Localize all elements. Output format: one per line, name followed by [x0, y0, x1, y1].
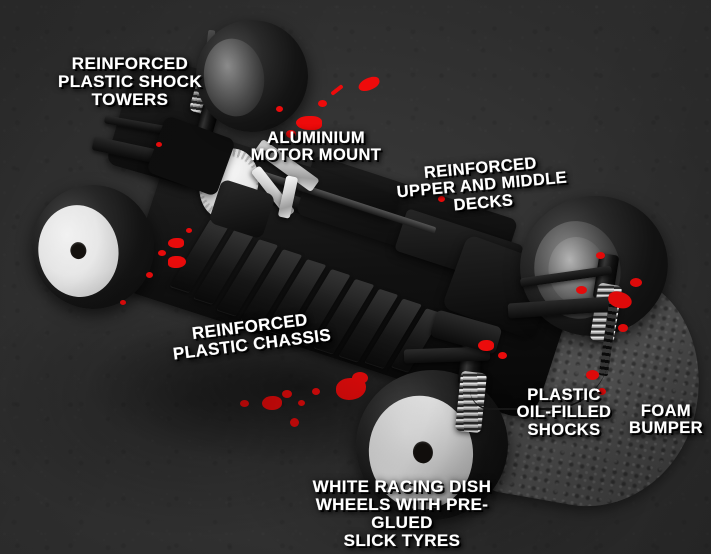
wheel-front-left [23, 177, 163, 317]
callout-shocks[interactable]: PLASTIC OIL-FILLED SHOCKS [516, 386, 612, 439]
callout-motor-mount[interactable]: ALUMINIUM MOTOR MOUNT [250, 129, 382, 165]
body-mount-wire [470, 330, 610, 410]
callout-shock-towers[interactable]: REINFORCED PLASTIC SHOCK TOWERS [57, 54, 203, 110]
callout-foam-bumper[interactable]: FOAM BUMPER [629, 402, 703, 438]
callout-wheels[interactable]: WHITE RACING DISH WHEELS WITH PRE-GLUED … [312, 477, 492, 551]
